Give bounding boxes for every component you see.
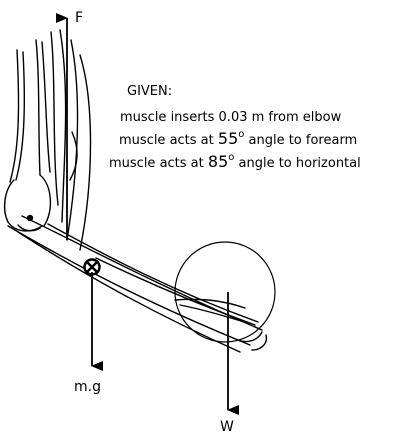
forearm-weight-label: m.g: [74, 379, 101, 395]
forearm-angle-value: 55: [218, 129, 238, 148]
muscle-force-label: F: [75, 10, 83, 26]
given-heading: GIVEN:: [127, 84, 172, 99]
load-weight-label: W: [220, 419, 234, 435]
forearm-bones: [7, 215, 268, 353]
ball-load: [174, 241, 276, 343]
given-horizontal-angle-line: muscle acts at 85o angle to horizontal: [109, 152, 361, 171]
horizontal-angle-value: 85: [208, 152, 228, 171]
degree-symbol: o: [238, 129, 244, 140]
elbow-joint: [3, 174, 51, 232]
biceps-muscle: [50, 29, 92, 251]
given-insertion-line: muscle inserts 0.03 m from elbow: [120, 110, 342, 125]
given-forearm-angle-line: muscle acts at 55o angle to forearm: [119, 129, 357, 148]
degree-symbol: o: [228, 152, 234, 163]
upper-arm-bone: [9, 39, 51, 183]
